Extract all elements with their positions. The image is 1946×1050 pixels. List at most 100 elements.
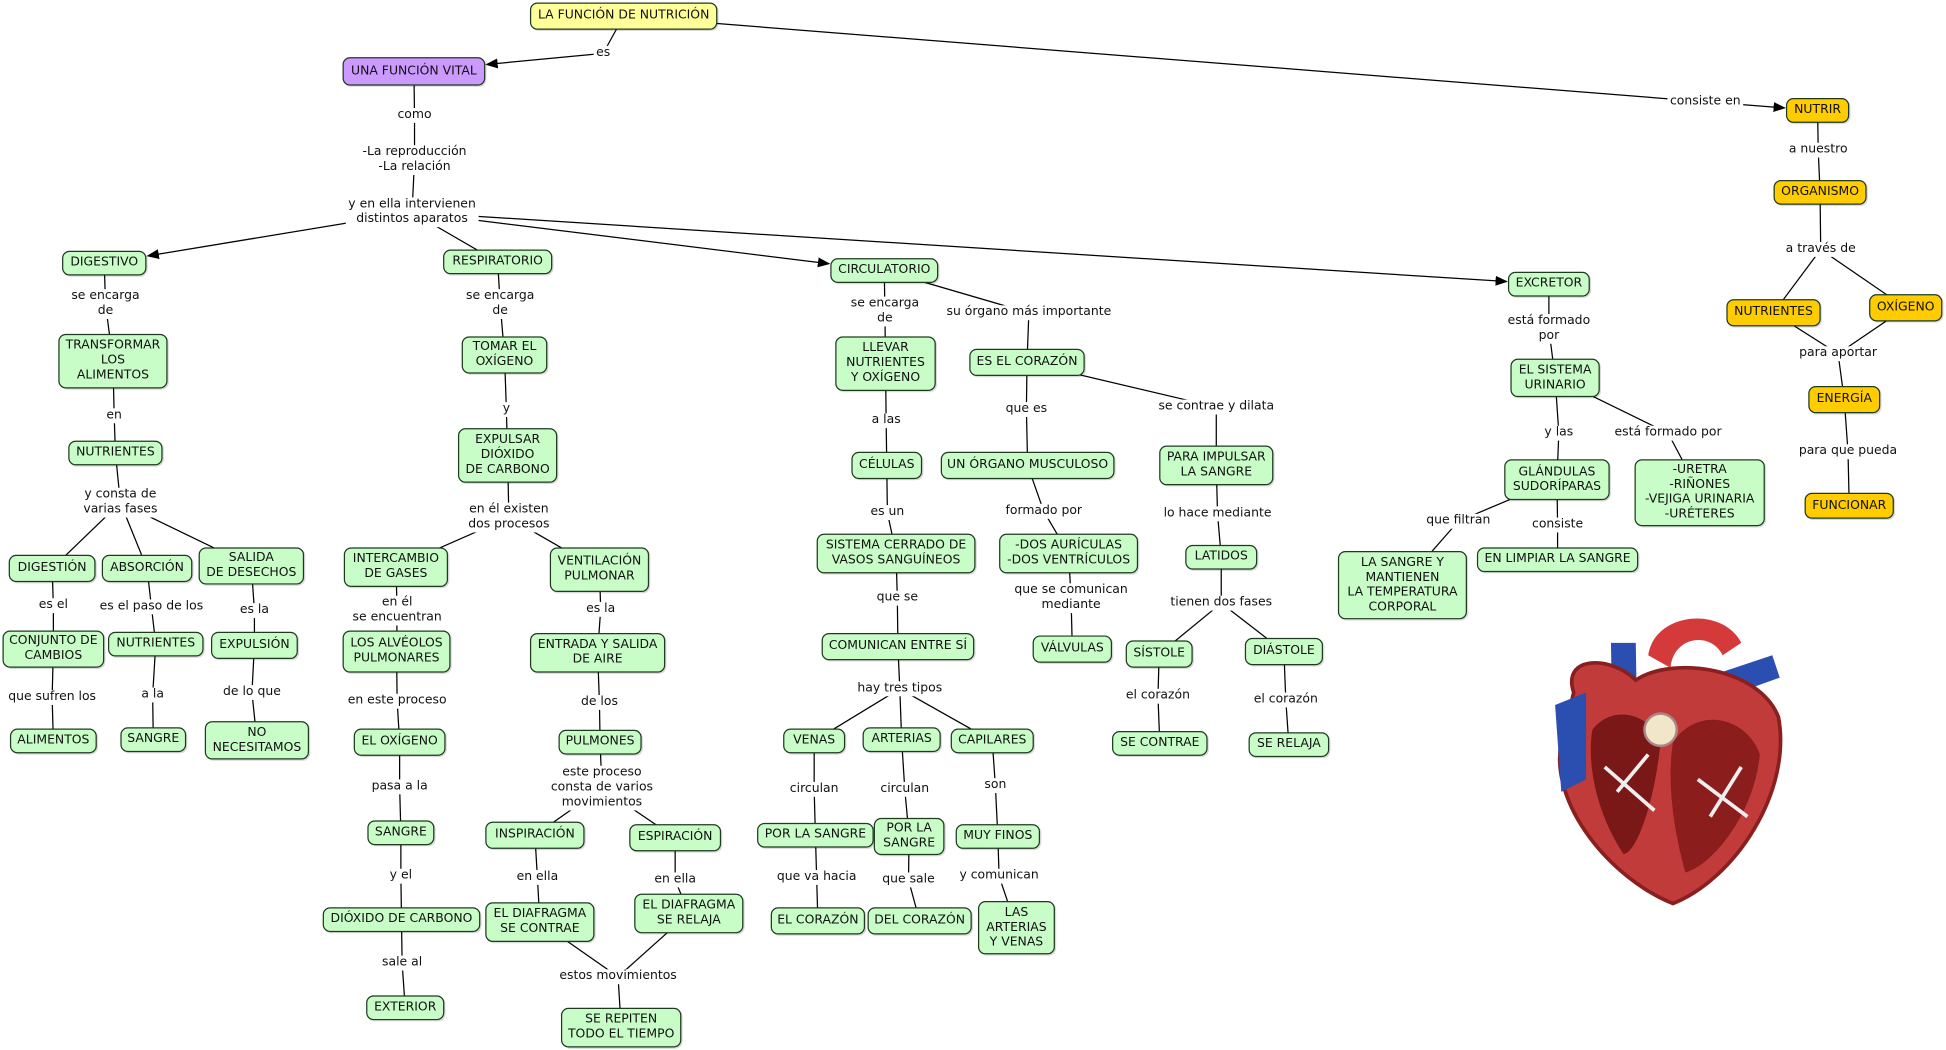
concept-ventilacion[interactable]: VENTILACIÓN PULMONAR [549,547,650,593]
concept-circulatorio[interactable]: CIRCULATORIO [830,258,939,283]
concept-sist-urinario[interactable]: EL SISTEMA URINARIO [1510,358,1600,398]
link-phrase-r3[interactable]: en él existen dos procesos [465,502,552,533]
concept-las-arterias[interactable]: LAS ARTERIAS Y VENAS [977,901,1055,955]
concept-capilares[interactable]: CAPILARES [950,728,1034,754]
concept-se-relaja[interactable]: SE RELAJA [1248,732,1330,758]
link-phrase-e2[interactable]: y las [1541,425,1576,441]
link-phrase-c16[interactable]: se contrae y dilata [1155,399,1277,415]
concept-diaf-contrae[interactable]: EL DIAFRAGMA SE CONTRAE [485,902,595,942]
concept-alveolos[interactable]: LOS ALVÉOLOS PULMONARES [342,630,451,673]
concept-celulas[interactable]: CÉLULAS [851,451,923,480]
link-phrase-r13[interactable]: sale al [379,955,425,971]
link-phrase-c18[interactable]: tienen dos fases [1167,595,1275,611]
concept-nutrir[interactable]: NUTRIR [1785,98,1850,123]
concept-glandulas[interactable]: GLÁNDULAS SUDORÍPARAS [1504,459,1610,501]
concept-por-la-sangre2[interactable]: POR LA SANGRE [873,817,945,856]
link-phrase-d4[interactable]: es el [36,598,71,614]
link-phrase-r4[interactable]: en él se encuentran [350,595,445,626]
link-phrase-r9[interactable]: este proceso consta de varios movimiento… [548,765,656,811]
concept-energia[interactable]: ENERGÍA [1808,385,1881,414]
concept-organismo[interactable]: ORGANISMO [1773,179,1867,205]
concept-conjunto[interactable]: CONJUNTO DE CAMBIOS [2,630,105,668]
concept-diaf-relaja[interactable]: EL DIAFRAGMA SE RELAJA [634,893,744,934]
link-phrase-c17[interactable]: lo hace mediante [1161,506,1274,522]
link-phrase-c5[interactable]: que se [874,590,921,606]
concept-sistole[interactable]: SÍSTOLE [1125,640,1193,668]
link-phrase-r11[interactable]: en ella [651,872,699,888]
concept-arterias[interactable]: ARTERIAS [862,727,941,753]
link-phrase-c2[interactable]: su órgano más importante [944,305,1114,321]
concept-funcionar[interactable]: FUNCIONAR [1804,492,1894,519]
concept-auriculas[interactable]: -DOS AURÍCULAS -DOS VENTRÍCULOS [999,533,1139,574]
concept-entrada[interactable]: ENTRADA Y SALIDA DE AIRE [529,632,666,673]
concept-impulsar[interactable]: PARA IMPULSAR LA SANGRE [1159,445,1274,486]
link-phrase-r1[interactable]: se encarga de [463,289,537,319]
concept-organo[interactable]: UN ÓRGANO MUSCULOSO [940,451,1115,480]
concept-sangre-mant[interactable]: LA SANGRE Y MANTIENEN LA TEMPERATURA COR… [1337,551,1467,620]
concept-nutrientes-o[interactable]: NUTRIENTES [1726,299,1821,327]
concept-inspiracion[interactable]: INSPIRACIÓN [485,821,585,849]
concept-no-nec[interactable]: NO NECESITAMOS [204,721,310,760]
link-phrase-c6[interactable]: hay tres tipos [854,681,945,697]
link-phrase-c3[interactable]: a las [869,413,904,429]
concept-alimentos[interactable]: ALIMENTOS [9,728,97,754]
concept-vital[interactable]: UNA FUNCIÓN VITAL [342,57,486,86]
concept-exterior[interactable]: EXTERIOR [366,995,445,1021]
link-phrase-e5[interactable]: consiste [1529,517,1586,533]
concept-llevar[interactable]: LLEVAR NUTRIENTES Y OXÍGENO [835,336,936,391]
concept-latidos[interactable]: LATIDOS [1185,544,1258,570]
concept-por-la-sangre[interactable]: POR LA SANGRE [757,822,874,848]
concept-digestion[interactable]: DIGESTIÓN [8,554,96,583]
concept-transformar[interactable]: TRANSFORMAR LOS ALIMENTOS [58,333,168,389]
concept-comunican[interactable]: COMUNICAN ENTRE SÍ [821,632,975,661]
concept-respiratorio[interactable]: RESPIRATORIO [443,249,553,275]
concept-uretra[interactable]: -URETRA -RIÑONES -VEJIGA URINARIA -URÉTE… [1634,459,1765,527]
link-phrase-pueda[interactable]: para que pueda [1796,444,1900,460]
link-phrase-c20[interactable]: el corazón [1251,692,1321,708]
concept-del-corazon[interactable]: DEL CORAZÓN [867,907,972,935]
link-phrase-e4[interactable]: que filtran [1423,513,1493,529]
link-phrase-a-traves[interactable]: a través de [1783,242,1859,257]
link-phrase-d6[interactable]: es la [237,603,272,619]
link-phrase-a-nuestro[interactable]: a nuestro [1786,142,1851,158]
concept-expulsion[interactable]: EXPULSIÓN [210,631,298,660]
link-phrase-c7[interactable]: circulan [787,781,842,797]
concept-sistema[interactable]: SISTEMA CERRADO DE VASOS SANGUÍNEOS [816,533,976,574]
link-phrase-r8[interactable]: pasa a la [369,779,431,795]
link-phrase-consiste-en[interactable]: consiste en [1667,94,1744,110]
concept-el-corazon[interactable]: EL CORAZÓN [770,907,866,935]
link-phrase-c13[interactable]: que es [1003,402,1050,418]
concept-muy-finos[interactable]: MUY FINOS [955,824,1041,849]
link-phrase-e3[interactable]: está formado por [1612,425,1725,441]
concept-nutrientes-d[interactable]: NUTRIENTES [68,440,163,466]
link-phrase-c8[interactable]: circulan [877,781,932,797]
link-phrase-d2[interactable]: en [103,408,125,424]
link-phrase-c15[interactable]: que se comunican mediante [1011,583,1131,614]
link-phrase-como[interactable]: como [394,107,435,123]
link-phrase-r12[interactable]: y el [387,868,415,884]
link-phrase-r10[interactable]: en ella [514,870,561,885]
concept-diastole[interactable]: DIÁSTOLE [1244,637,1324,666]
concept-sangre-a[interactable]: SANGRE [120,727,187,753]
concept-limpiar[interactable]: EN LIMPIAR LA SANGRE [1476,547,1639,573]
concept-se-contrae[interactable]: SE CONTRAE [1112,731,1208,756]
concept-oxigeno-o[interactable]: OXÍGENO [1869,294,1943,322]
link-phrase-r5[interactable]: es la [583,601,618,617]
concept-expulsar[interactable]: EXPULSAR DIÓXIDO DE CARBONO [457,428,558,483]
link-phrase-c4[interactable]: es un [868,505,907,521]
concept-sangre-r[interactable]: SANGRE [367,820,435,846]
link-phrase-c11[interactable]: que sale [879,872,938,888]
concept-nutrientes-a[interactable]: NUTRIENTES [107,631,204,657]
link-phrase-c14[interactable]: formado por [1003,503,1085,519]
link-phrase-d9[interactable]: de lo que [220,685,284,700]
concept-salida[interactable]: SALIDA DE DESECHOS [198,547,305,585]
concept-el-oxigeno[interactable]: EL OXÍGENO [353,728,446,756]
concept-intercambio[interactable]: INTERCAMBIO DE GASES [343,547,449,588]
concept-pulmones[interactable]: PULMONES [558,729,642,755]
concept-tomar[interactable]: TOMAR EL OXÍGENO [461,336,548,374]
link-phrase-d1[interactable]: se encarga de [68,289,143,319]
link-phrase-d7[interactable]: que sufren los [5,690,99,705]
link-phrase-interv[interactable]: y en ella intervienen distintos aparatos [345,197,479,228]
concept-dioxido[interactable]: DIÓXIDO DE CARBONO [322,907,481,933]
concept-digestivo[interactable]: DIGESTIVO [62,250,147,276]
